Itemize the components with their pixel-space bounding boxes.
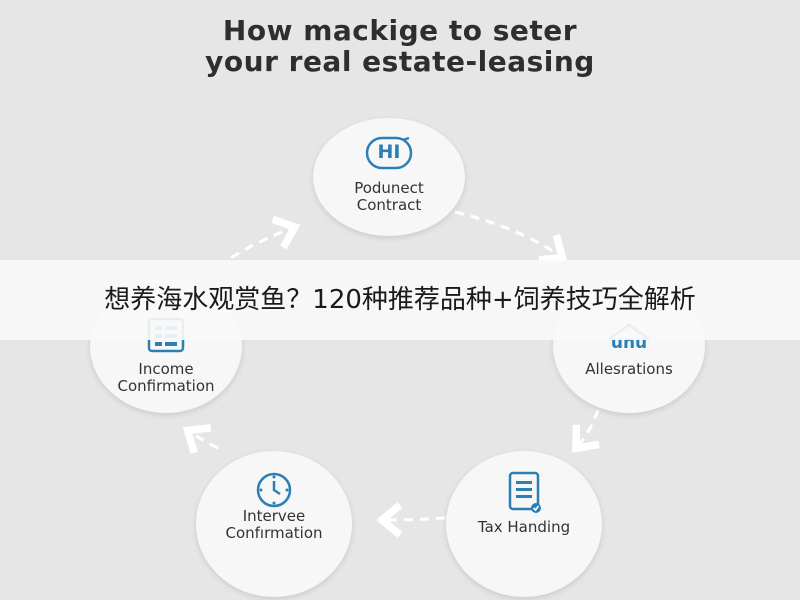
node-label-line1: Allesrations	[585, 360, 673, 378]
clock-icon	[255, 471, 293, 509]
hi-badge-icon: HI	[365, 136, 413, 170]
node-label: Tax Handing	[446, 519, 602, 536]
diagram-title-line1: How mackige to seter	[222, 14, 578, 47]
arrow-right-to-botright	[572, 409, 600, 453]
node-label-line2: Contract	[356, 196, 422, 214]
node-label-line2: Confırmation	[225, 524, 323, 542]
node-label-line1: Intervee	[242, 507, 306, 525]
node-label: Intervee Confırmation	[196, 508, 352, 542]
node-label-line1: Income	[138, 360, 194, 378]
arrow-botright-to-botleft	[376, 502, 446, 538]
node-label-line1: Podunect	[354, 179, 424, 197]
arrow-botleft-to-left	[182, 424, 219, 454]
arrow-top-to-right	[454, 210, 568, 264]
overlay-banner-text: 想养海水观赏鱼？120种推荐品种+饲养技巧全解析	[104, 285, 696, 315]
node-label: Income Confirmation	[90, 361, 242, 395]
hi-badge-text: HI	[377, 141, 401, 163]
node-product-contract: HI Podunect Contract	[313, 118, 465, 236]
node-label: Podunect Contract	[313, 180, 465, 214]
node-label-line1: Tax Handing	[477, 518, 571, 536]
node-label-line2: Confirmation	[117, 377, 215, 395]
arrow-left-to-top	[204, 215, 301, 278]
node-label: Allesrations	[553, 361, 705, 378]
document-check-icon	[504, 471, 544, 515]
diagram-title-line2: your real estate-leasing	[205, 45, 595, 78]
overlay-banner: 想养海水观赏鱼？120种推荐品种+饲养技巧全解析	[0, 260, 800, 340]
node-interview-confirmation: Intervee Confırmation	[196, 451, 352, 597]
node-tax-handling: Tax Handing	[446, 451, 602, 597]
